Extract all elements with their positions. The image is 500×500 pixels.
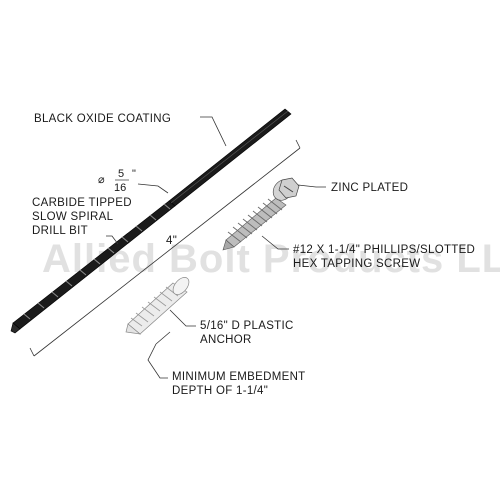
diameter-numerator: 5 [118,168,124,180]
drill-bit [10,108,292,334]
embedment-leader [147,343,168,379]
length-label: 4" [166,235,177,247]
screw-point [222,239,235,251]
anchor-flange [172,277,190,295]
bit-leader [106,235,119,245]
anchor-label-line1: 5/16" D PLASTIC [200,320,294,332]
coating-leader [200,116,227,147]
anchor-leader [169,309,196,327]
diameter-denominator: 16 [114,182,126,194]
drill-bit-shank [168,108,292,207]
embedment-label-line2: DEPTH OF 1-1/4" [172,385,268,397]
embedment-label-line1: MINIMUM EMBEDMENT [172,371,306,383]
bit-label-line1: CARBIDE TIPPED [32,197,132,209]
screw-leader [261,235,289,250]
length-dimension-line [33,147,301,357]
screw-label-line2: HEX TAPPING SCREW [293,258,420,270]
anchor-tip [125,323,142,335]
bit-label-line3: DRILL BIT [32,225,88,237]
bit-label-line2: SLOW SPIRAL [32,211,114,223]
screw-hex-head [278,177,300,199]
diameter-leader [137,183,169,194]
screw-label-line1: #12 X 1-1/4" PHILLIPS/SLOTTED [293,244,475,256]
diameter-symbol: ⌀ [98,174,105,186]
coating-label: BLACK OXIDE COATING [34,113,171,125]
diameter-callout: ⌀ 5 16 " [98,168,136,194]
diameter-inch-mark: " [132,168,136,180]
zinc-label: ZINC PLATED [331,182,408,194]
anchor-label-line2: ANCHOR [200,334,252,346]
drill-bit-tip [10,322,21,334]
hex-tapping-screw [222,177,300,251]
plastic-anchor [125,277,190,335]
zinc-leader [297,184,326,188]
